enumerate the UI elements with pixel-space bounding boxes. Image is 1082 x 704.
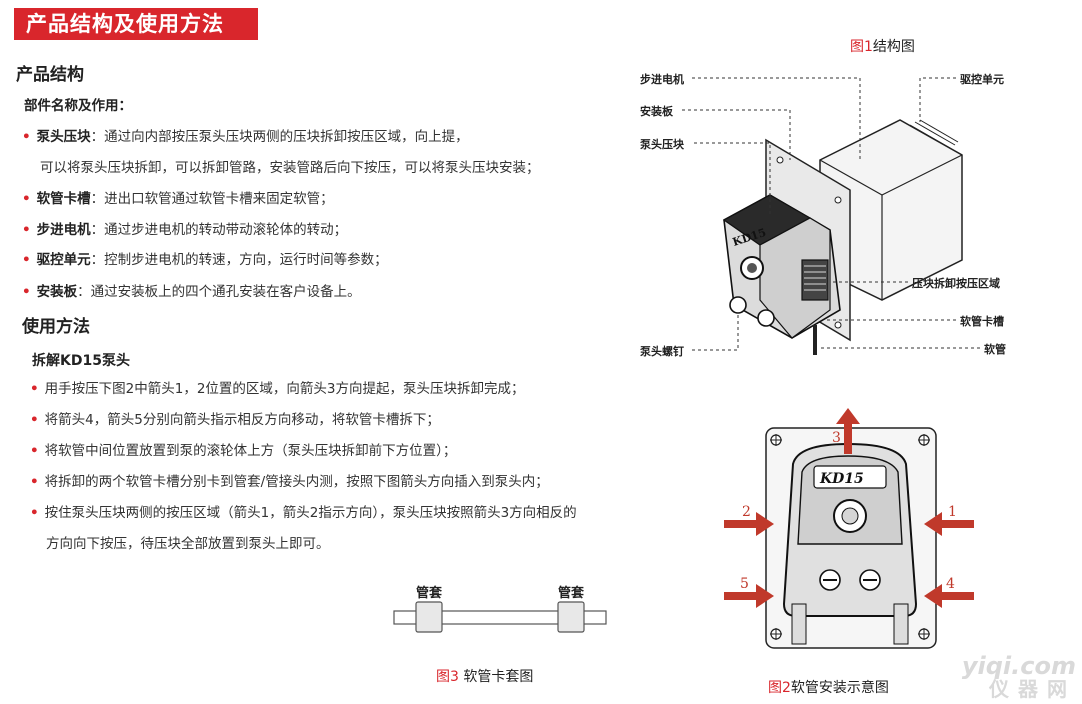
arrow-1: [924, 512, 974, 536]
callout-stepper: 步进电机: [640, 73, 684, 86]
fig2-diagram: KD15 2 1 3 4 5: [718, 404, 978, 666]
arrow-2: [724, 512, 774, 536]
fig2-device-label: KD15: [819, 471, 864, 487]
release-grip: [801, 259, 829, 301]
part-item-stepper: •步进电机：通过步进电机的转动带动滚轮体的转动；: [22, 222, 348, 238]
driver-fins: [909, 119, 959, 149]
arrow-label-4: 4: [946, 576, 955, 592]
arrow-5: [724, 584, 774, 608]
section-banner: 产品结构及使用方法: [14, 8, 258, 40]
watermark-logo: yiqi.com 仪器网: [961, 652, 1076, 701]
usage-step-5: •按住泵头压块两侧的按压区域（箭头1，箭头2指示方向），泵头压块按照箭头3方向相…: [30, 505, 577, 521]
sleeve-label-right: 管套: [558, 586, 585, 601]
callout-release: 压块拆卸按压区域: [912, 277, 1000, 290]
callout-plate: 安装板: [640, 105, 673, 118]
fig1-pump-drawing: KD15: [700, 100, 980, 360]
usage-step-2: •将箭头4，箭头5分别向箭头指示相反方向移动，将软管卡槽拆下；: [30, 412, 440, 428]
part-item-slot: •软管卡槽：进出口软管通过软管卡槽来固定软管；: [22, 191, 334, 207]
usage-step-1: •用手按压下图2中箭头1，2位置的区域，向箭头3方向提起，泵头压块拆卸完成；: [30, 381, 525, 397]
part-item-plate: •安装板：通过安装板上的四个通孔安装在客户设备上。: [22, 284, 361, 300]
usage-heading: 使用方法: [22, 317, 90, 337]
fig3-caption: 图3 软管卡套图: [436, 669, 534, 685]
structure-heading: 产品结构: [16, 65, 84, 85]
fig1-caption: 图1结构图: [850, 39, 915, 55]
usage-step-4: •将拆卸的两个软管卡槽分别卡到管套/管接头内测，按照下图箭头方向插入到泵头内；: [30, 474, 549, 490]
usage-subheading: 拆解KD15泵头: [32, 353, 130, 369]
arrow-label-3: 3: [832, 430, 841, 446]
callout-screw: 泵头螺钉: [640, 345, 684, 358]
direction-arrows: [724, 408, 974, 608]
tube-sleeve-illustration: [393, 601, 607, 633]
arrow-4: [924, 584, 974, 608]
sleeve-label-left: 管套: [416, 586, 443, 601]
arrow-3: [836, 408, 860, 454]
usage-step-3: •将软管中间位置放置到泵的滚轮体上方（泵头压块拆卸前下方位置）；: [30, 443, 457, 459]
callout-slot: 软管卡槽: [960, 315, 1004, 328]
callout-tube: 软管: [984, 343, 1006, 356]
arrow-label-2: 2: [742, 504, 751, 520]
fig2-caption: 图2软管安装示意图: [768, 680, 889, 696]
part-item-head: •泵头压块：通过向内部按压泵头压块两侧的压块拆卸按压区域，向上提，: [22, 129, 469, 145]
part-item-head-cont: 可以将泵头压块拆卸，可以拆卸管路，安装管路后向下按压，可以将泵头压块安装；: [40, 160, 540, 176]
fig2-illustration: KD15 2 1 3 4 5: [724, 408, 974, 649]
arrow-label-5: 5: [740, 576, 749, 592]
usage-step-5-cont: 方向向下按压，待压块全部放置到泵头上即可。: [46, 536, 330, 552]
parts-subheading: 部件名称及作用：: [24, 98, 132, 114]
arrow-label-1: 1: [948, 504, 957, 520]
callout-driver: 驱控单元: [960, 73, 1004, 86]
part-item-driver: •驱控单元：控制步进电机的转速，方向，运行时间等参数；: [22, 252, 388, 268]
callout-head: 泵头压块: [640, 138, 684, 151]
pump-structure-illustration: KD15: [722, 119, 963, 355]
fig3-diagram: 管套 管套: [392, 582, 608, 634]
